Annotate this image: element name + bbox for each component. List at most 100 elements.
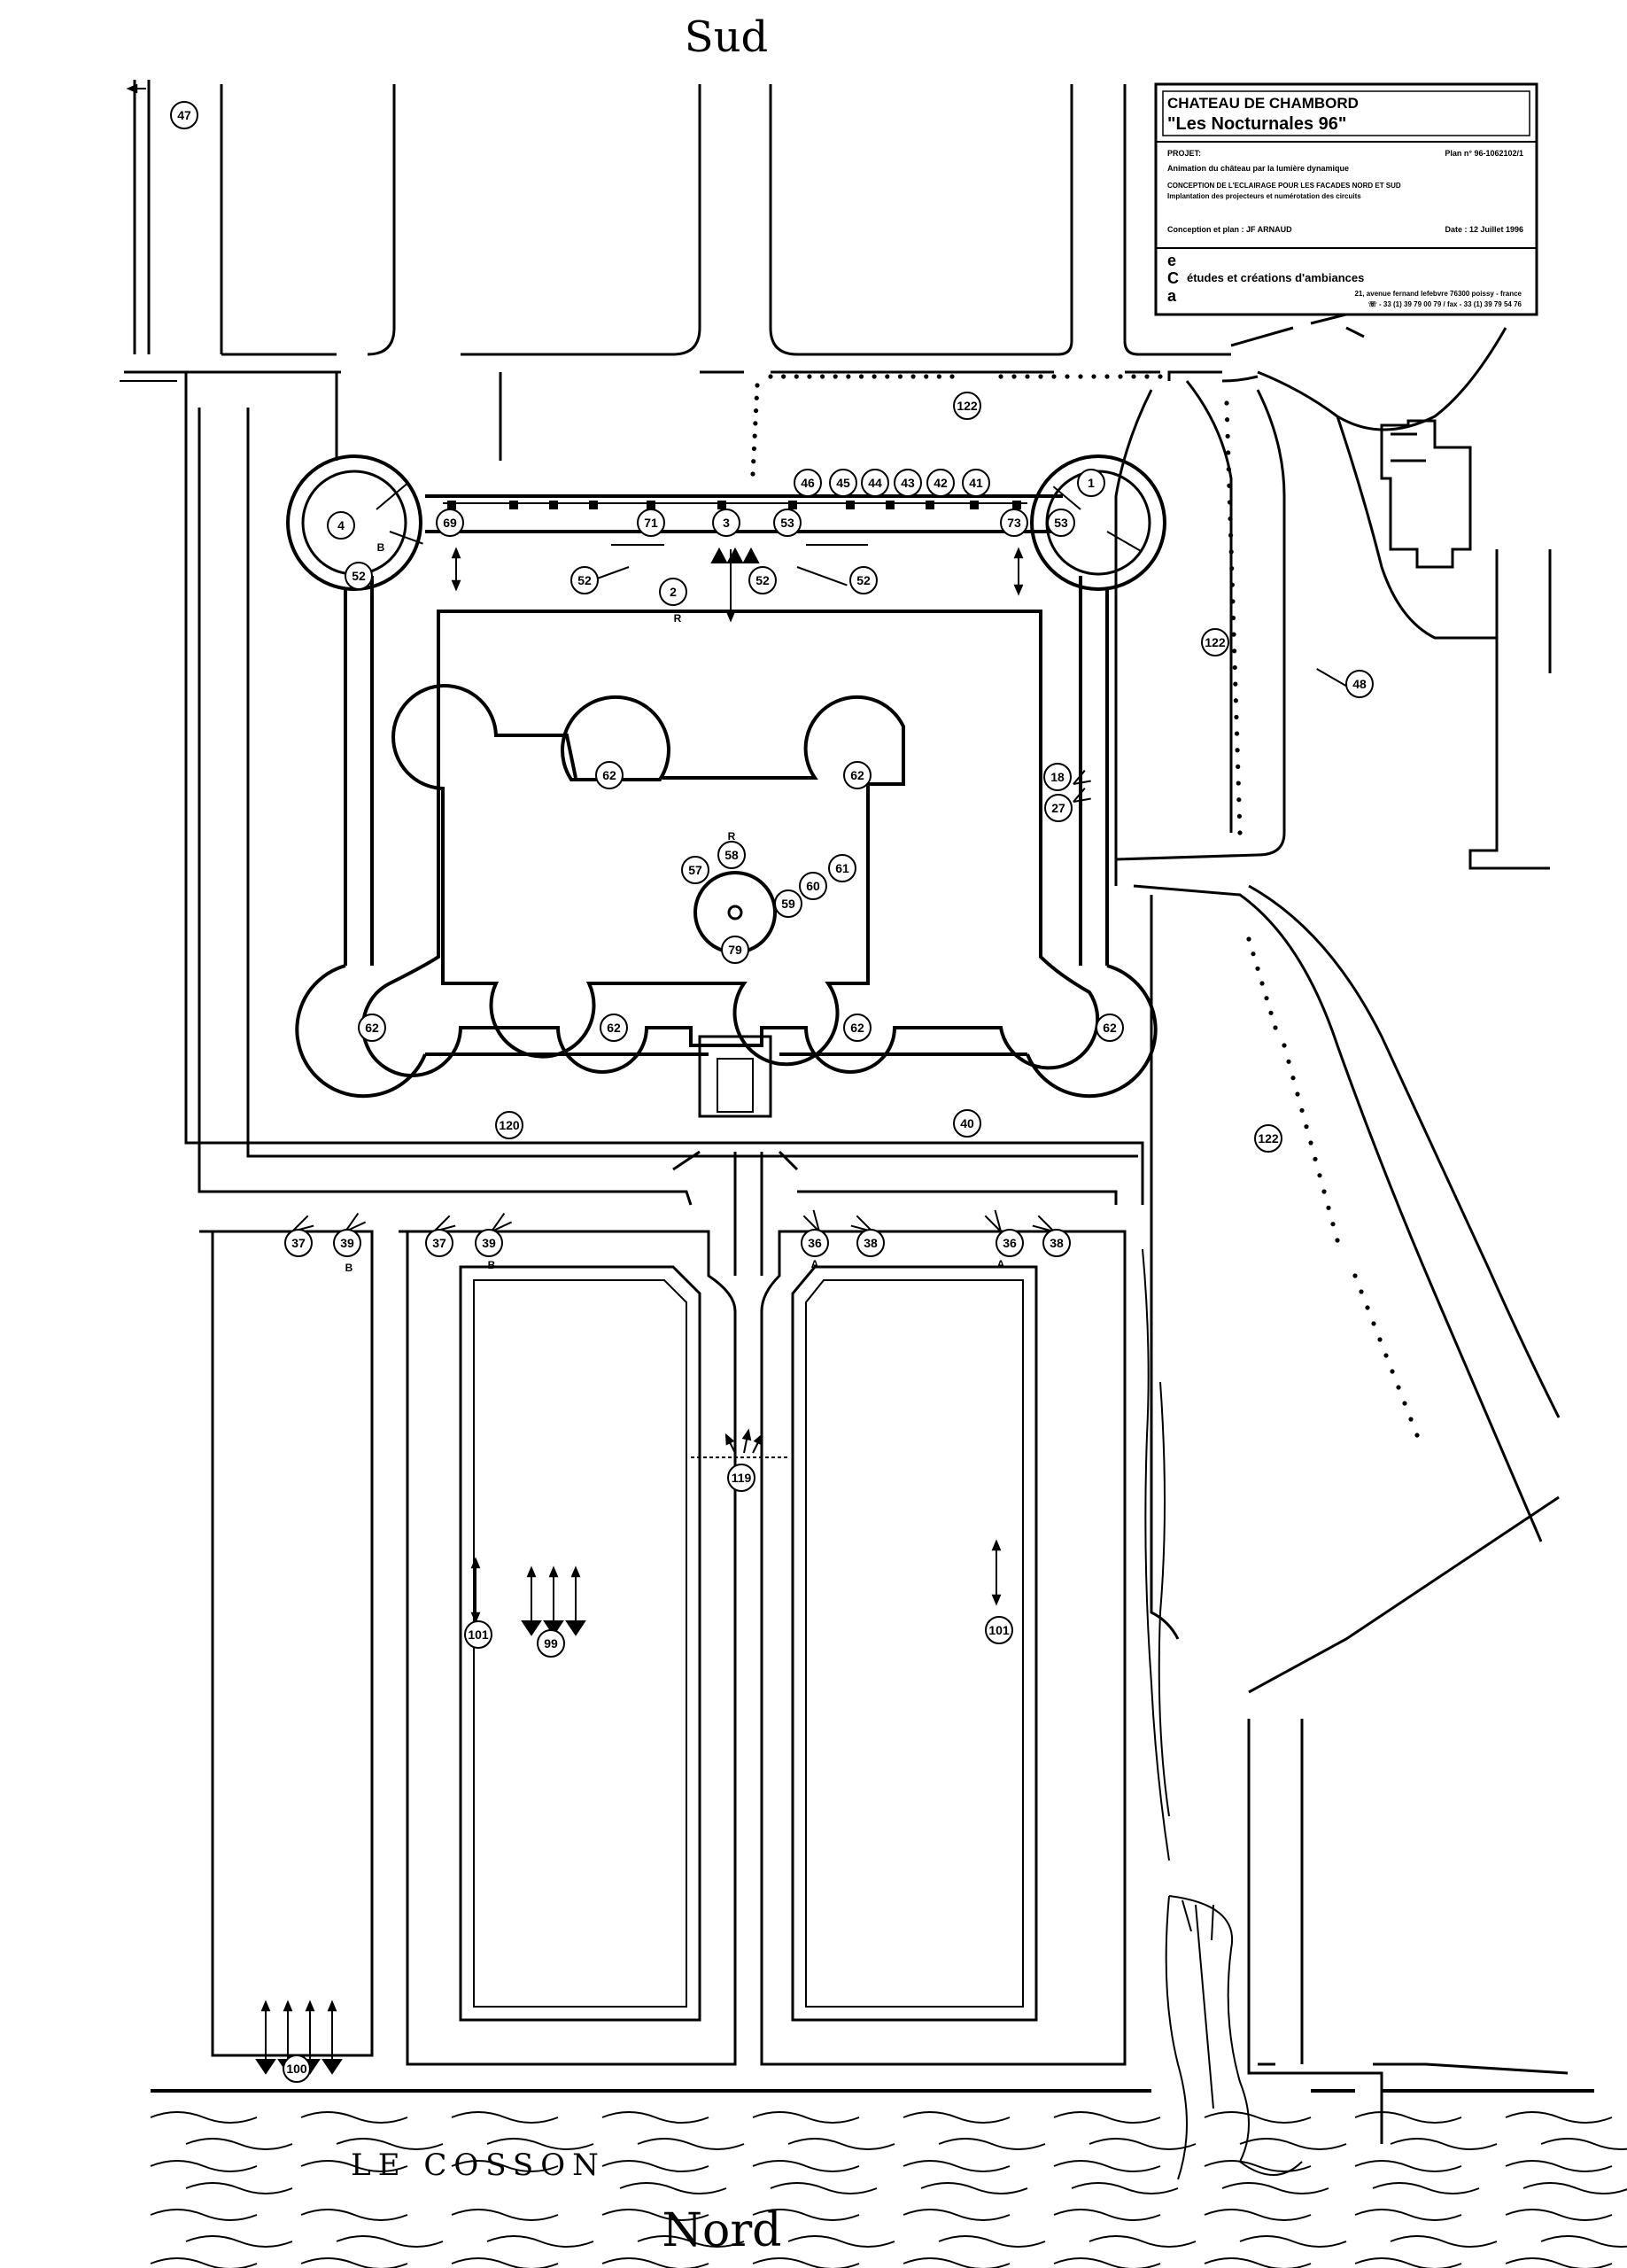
- circuit-label: 37: [284, 1229, 313, 1257]
- circuit-circle: [953, 1109, 981, 1138]
- company-address: 21, avenue fernand lefebvre 76300 poissy…: [1354, 290, 1522, 298]
- projector-fan: [796, 566, 848, 586]
- circuit-number: 43: [901, 476, 915, 490]
- roads-east: [1114, 326, 1569, 2144]
- light-dot: [1224, 417, 1230, 423]
- circuit-label: 46: [794, 469, 822, 497]
- projector-fan: [1106, 531, 1143, 553]
- circuit-number: 120: [499, 1118, 520, 1132]
- circuit-number: 59: [781, 897, 795, 911]
- light-dot: [1304, 1124, 1309, 1130]
- projector-marker: [447, 501, 456, 509]
- light-dot: [751, 459, 756, 464]
- circuit-label: 38: [856, 1229, 885, 1257]
- projector-fan: [1032, 1215, 1055, 1232]
- circuit-label: 37: [425, 1229, 453, 1257]
- light-dot: [858, 374, 864, 379]
- circuit-number: 27: [1051, 801, 1065, 815]
- light-dot: [910, 374, 916, 379]
- light-dot: [1286, 1059, 1291, 1064]
- circuit-number: 45: [836, 476, 850, 490]
- projector-marker: [589, 501, 598, 509]
- logo-letter-c: C: [1167, 269, 1179, 287]
- circuit-number: 52: [755, 573, 770, 587]
- light-dot: [1051, 374, 1057, 379]
- light-dot: [1295, 1091, 1300, 1097]
- circuit-circle: [829, 469, 857, 497]
- circuit-number: 62: [1103, 1021, 1117, 1035]
- circuit-label: 53: [1047, 509, 1075, 537]
- light-dot: [1236, 797, 1242, 803]
- circuit-number: 100: [286, 2062, 307, 2076]
- projector-marker: [1012, 501, 1021, 509]
- circuit-circle: [537, 1629, 565, 1658]
- light-dot: [1255, 966, 1260, 971]
- light-dot: [1330, 1222, 1336, 1227]
- river-wave: [185, 2235, 1627, 2248]
- light-dot: [949, 374, 955, 379]
- circuit-circle: [828, 854, 856, 882]
- circuit-circle: [1042, 1229, 1071, 1257]
- circuit-number: 1: [1088, 476, 1095, 490]
- projector-fan: [802, 1209, 820, 1232]
- circuit-label: R: [728, 830, 736, 843]
- circuit-circle: [801, 1229, 829, 1257]
- circuit-label: 18: [1043, 763, 1072, 791]
- canal: [1142, 1248, 1303, 2180]
- circuit-circle: [659, 578, 687, 606]
- circuit-circle: [843, 1014, 872, 1042]
- light-dot: [1228, 516, 1233, 522]
- circuit-label: 73: [1000, 509, 1028, 537]
- direction-arrow: [126, 83, 146, 94]
- circuit-circle: [1047, 509, 1075, 537]
- light-dot: [755, 383, 760, 388]
- direction-arrow: [724, 1433, 736, 1454]
- circuit-label: 53: [773, 509, 802, 537]
- circuit-number: 36: [1003, 1236, 1017, 1250]
- projector-marker: [509, 501, 518, 509]
- circuit-label: 38: [1042, 1229, 1071, 1257]
- direction-arrow: [305, 2000, 315, 2060]
- light-dot: [1268, 1010, 1274, 1015]
- circuit-label: 41: [962, 469, 990, 497]
- projet-desc: Animation du château par la lumière dyna…: [1167, 164, 1349, 173]
- light-dot: [897, 374, 903, 379]
- parterres: [151, 1150, 1594, 2093]
- castle-courtyard: [361, 610, 1100, 1077]
- direction-arrow: [1013, 547, 1024, 589]
- circuit-number: 36: [808, 1236, 822, 1250]
- light-dot: [1236, 764, 1241, 769]
- circuit-number: 38: [864, 1236, 878, 1250]
- circuit-label: 62: [595, 761, 624, 789]
- circuit-number: 52: [856, 573, 871, 587]
- circuit-circle: [843, 761, 872, 789]
- circuit-number: 62: [850, 768, 864, 782]
- light-dot: [1264, 996, 1269, 1001]
- river-wave: [185, 2182, 1627, 2194]
- light-dot: [1158, 374, 1163, 379]
- circuit-label: 71: [637, 509, 665, 537]
- logo-letter-a: a: [1167, 287, 1177, 305]
- circuit-label: 36: [801, 1229, 829, 1257]
- company-name: études et créations d'ambiances: [1187, 271, 1364, 284]
- circuit-label: 52: [748, 566, 777, 594]
- river-wave: [150, 2209, 1613, 2221]
- circuit-label: 59: [774, 889, 802, 918]
- projector-marker: [970, 501, 979, 509]
- orientation-south-label: Sud: [685, 12, 769, 62]
- circuit-circle: [1043, 763, 1072, 791]
- projector-marker: [549, 501, 558, 509]
- circuit-circle: [333, 1229, 361, 1257]
- circuit-number: R: [674, 612, 682, 625]
- light-dot: [1383, 1353, 1389, 1358]
- logo-letter-e: e: [1167, 252, 1176, 269]
- river-label: LE COSSON: [351, 2148, 606, 2183]
- circuit-number: 53: [780, 516, 794, 530]
- direction-arrow: [327, 2000, 337, 2060]
- circuit-label: 122: [1254, 1124, 1282, 1153]
- circuit-circle: [1096, 1014, 1124, 1042]
- river-wave: [185, 2138, 1627, 2150]
- light-dot: [1227, 500, 1233, 505]
- circuit-circle: [637, 509, 665, 537]
- light-dot: [1317, 1173, 1322, 1178]
